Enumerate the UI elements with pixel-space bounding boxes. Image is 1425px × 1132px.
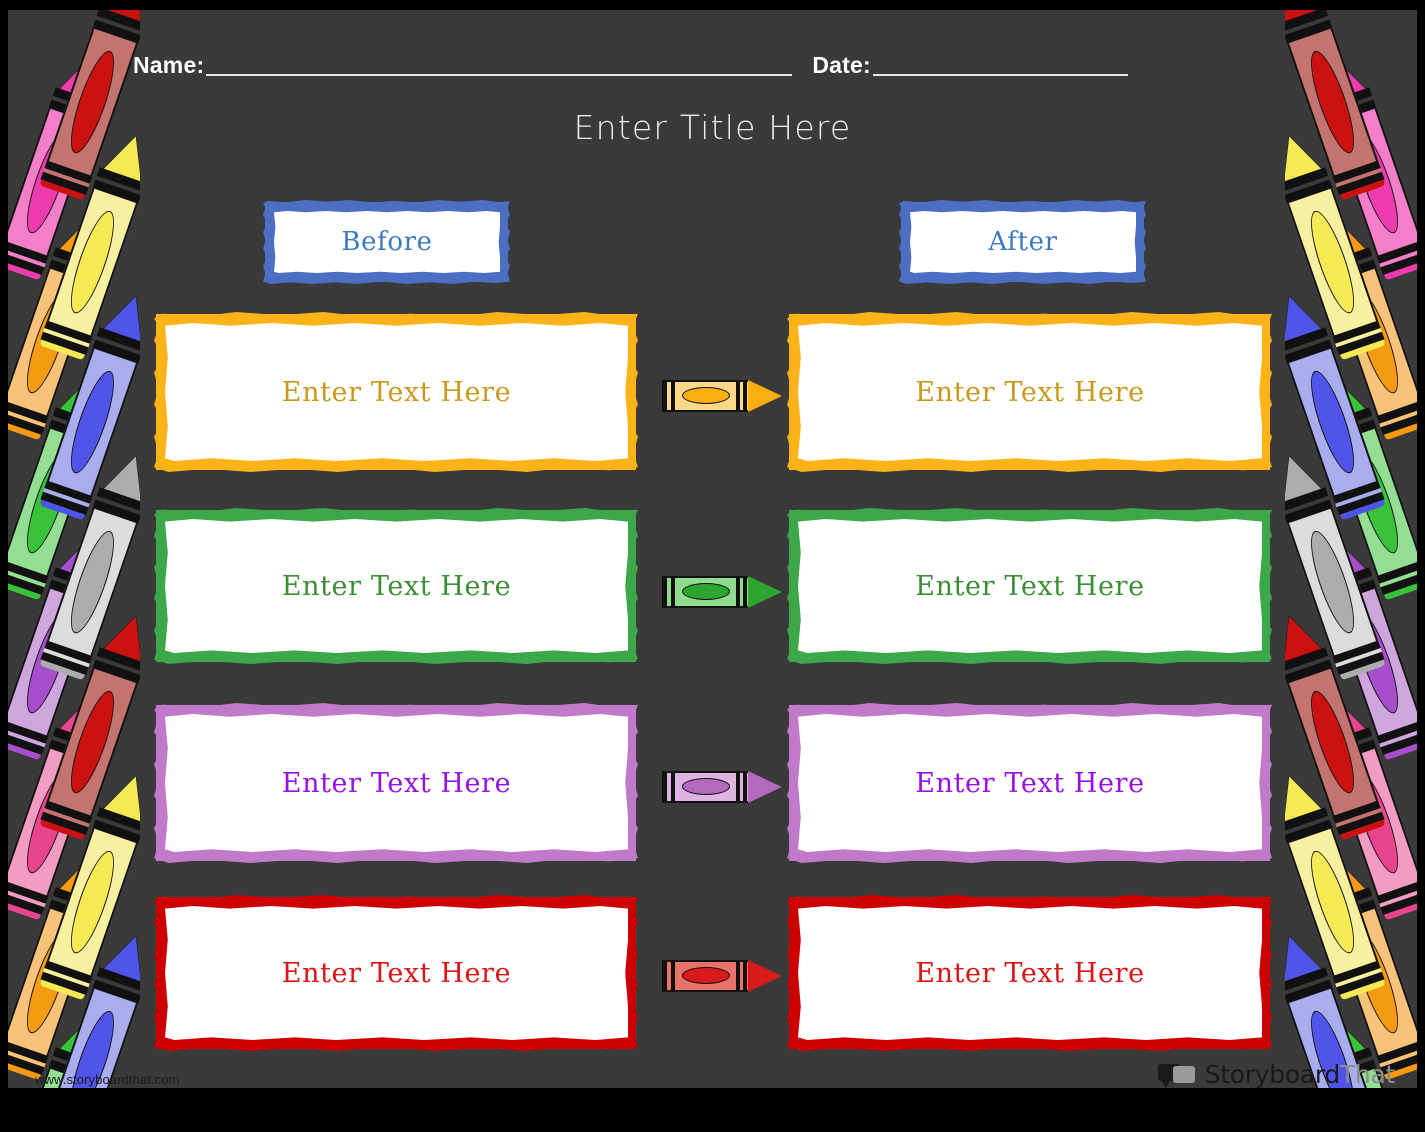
row-2-after-inner: Enter Text Here (798, 519, 1262, 653)
row-1-after-text: Enter Text Here (915, 376, 1145, 408)
header-fields: Name: Date: (8, 42, 1417, 88)
row-4-after-cell[interactable]: Enter Text Here (789, 897, 1270, 1049)
row-3-after-text: Enter Text Here (915, 767, 1145, 799)
row-1-after-inner: Enter Text Here (798, 323, 1262, 461)
column-header-after[interactable]: After (901, 202, 1144, 282)
row-4-crayon-arrow-icon (662, 956, 784, 996)
row-4-before-inner: Enter Text Here (165, 906, 628, 1040)
worksheet-board: Name: Date: Enter Title Here Before Afte… (8, 10, 1417, 1088)
logo-text: StoryboardThat (1204, 1060, 1396, 1088)
row-1-crayon-arrow-icon (662, 376, 784, 416)
row-3-after-inner: Enter Text Here (798, 714, 1262, 852)
row-2-before-inner: Enter Text Here (165, 519, 628, 653)
column-header-before-inner: Before (274, 211, 500, 273)
row-4-before-cell[interactable]: Enter Text Here (156, 897, 636, 1049)
speech-bubble-icon (1157, 1062, 1198, 1088)
column-header-before-label: Before (341, 227, 433, 257)
site-url[interactable]: www.storyboardthat.com (35, 1072, 180, 1087)
row-4-before-text: Enter Text Here (281, 957, 512, 989)
date-label: Date: (812, 51, 871, 78)
row-3-after-cell[interactable]: Enter Text Here (789, 705, 1270, 861)
row-2-after-cell[interactable]: Enter Text Here (789, 510, 1270, 662)
row-2-before-text: Enter Text Here (281, 570, 512, 602)
page-title[interactable]: Enter Title Here (573, 108, 852, 147)
right-crayon-border (1285, 10, 1417, 1088)
left-crayon-border (8, 10, 140, 1088)
column-header-after-label: After (988, 227, 1058, 257)
row-2-crayon-arrow-icon (662, 572, 784, 612)
row-1-before-text: Enter Text Here (281, 376, 512, 408)
date-input[interactable] (872, 54, 1128, 76)
row-3-before-text: Enter Text Here (281, 767, 512, 799)
row-2-after-text: Enter Text Here (915, 570, 1145, 602)
row-1-before-cell[interactable]: Enter Text Here (156, 314, 636, 470)
name-input[interactable] (206, 54, 793, 76)
row-4-after-text: Enter Text Here (915, 957, 1145, 989)
storyboardthat-logo[interactable]: StoryboardThat (1157, 1060, 1396, 1088)
row-3-before-inner: Enter Text Here (165, 714, 628, 852)
row-1-after-cell[interactable]: Enter Text Here (789, 314, 1270, 470)
name-label: Name: (133, 51, 205, 78)
column-header-before[interactable]: Before (265, 202, 508, 282)
logo-primary: Storyboard (1204, 1060, 1341, 1088)
row-4-after-inner: Enter Text Here (798, 906, 1262, 1040)
row-1-before-inner: Enter Text Here (165, 323, 628, 461)
column-header-after-inner: After (910, 211, 1136, 273)
row-3-crayon-arrow-icon (662, 767, 784, 807)
row-3-before-cell[interactable]: Enter Text Here (156, 705, 636, 861)
logo-secondary: That (1339, 1060, 1395, 1088)
row-2-before-cell[interactable]: Enter Text Here (156, 510, 636, 662)
